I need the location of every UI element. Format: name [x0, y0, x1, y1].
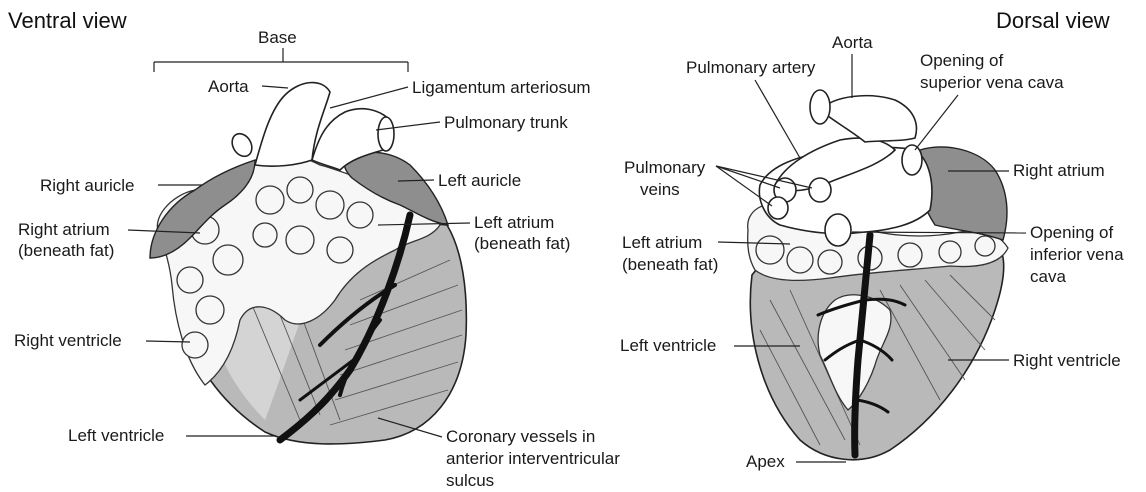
dorsal-pulmonary-vein-2 — [768, 197, 788, 219]
ventral-label-coronary-3: sulcus — [446, 471, 494, 490]
ventral-base-bracket — [154, 48, 408, 72]
dorsal-label-left-atrium-1: Left atrium — [622, 233, 702, 252]
ventral-label-left-atrium-1: Left atrium — [474, 213, 554, 232]
dorsal-label-left-atrium-2: (beneath fat) — [622, 255, 718, 274]
ventral-label-left-ventricle: Left ventricle — [68, 426, 164, 445]
ventral-label-aorta: Aorta — [208, 77, 249, 96]
ventral-label-coronary-2: anterior interventricular — [446, 449, 620, 468]
dorsal-leader-pulmonary-artery — [755, 80, 800, 158]
dorsal-ivc-opening — [825, 214, 851, 246]
ventral-label-coronary-1: Coronary vessels in — [446, 427, 595, 446]
dorsal-label-ivc-1: Opening of — [1030, 223, 1113, 242]
dorsal-label-aorta: Aorta — [832, 33, 873, 52]
dorsal-label-svc-1: Opening of — [920, 51, 1003, 70]
ventral-label-left-auricle: Left auricle — [438, 171, 521, 190]
dorsal-label-left-ventricle: Left ventricle — [620, 336, 716, 355]
dorsal-label-pulmonary-artery: Pulmonary artery — [686, 58, 816, 77]
ventral-label-right-auricle: Right auricle — [40, 176, 135, 195]
ventral-leader-ligamentum — [330, 87, 408, 108]
ventral-label-base: Base — [258, 28, 297, 47]
dorsal-label-ivc-3: cava — [1030, 267, 1066, 286]
ventral-label-right-ventricle: Right ventricle — [14, 331, 122, 350]
dorsal-leader-svc — [915, 95, 958, 150]
dorsal-pulmonary-vein-3 — [809, 178, 831, 202]
dorsal-label-ivc-2: inferior vena — [1030, 245, 1124, 264]
ventral-label-ligamentum: Ligamentum arteriosum — [412, 78, 591, 97]
dorsal-svc-opening — [902, 145, 922, 175]
dorsal-label-pulmonary-veins-1: Pulmonary — [624, 158, 706, 177]
dorsal-aorta — [820, 96, 916, 142]
dorsal-view: Dorsal view — [620, 8, 1124, 471]
dorsal-label-pulmonary-veins-2: veins — [640, 180, 680, 199]
ventral-label-left-atrium-2: (beneath fat) — [474, 234, 570, 253]
ventral-label-right-atrium-1: Right atrium — [18, 220, 110, 239]
ventral-leader-aorta — [262, 86, 288, 88]
dorsal-label-svc-2: superior vena cava — [920, 73, 1064, 92]
ventral-pulmonary-trunk-opening — [378, 117, 394, 151]
dorsal-aorta-opening — [810, 90, 830, 124]
dorsal-label-apex: Apex — [746, 452, 785, 471]
ventral-view: Ventral view — [8, 8, 620, 490]
dorsal-label-right-ventricle: Right ventricle — [1013, 351, 1121, 370]
ventral-label-right-atrium-2: (beneath fat) — [18, 241, 114, 260]
dorsal-heart-illustration — [748, 90, 1008, 460]
ventral-view-title: Ventral view — [8, 8, 127, 33]
ventral-label-pulmonary-trunk: Pulmonary trunk — [444, 113, 568, 132]
dorsal-view-title: Dorsal view — [996, 8, 1110, 33]
dorsal-label-right-atrium: Right atrium — [1013, 161, 1105, 180]
ventral-cut-vessel — [228, 130, 256, 160]
ventral-heart-illustration — [150, 83, 466, 444]
